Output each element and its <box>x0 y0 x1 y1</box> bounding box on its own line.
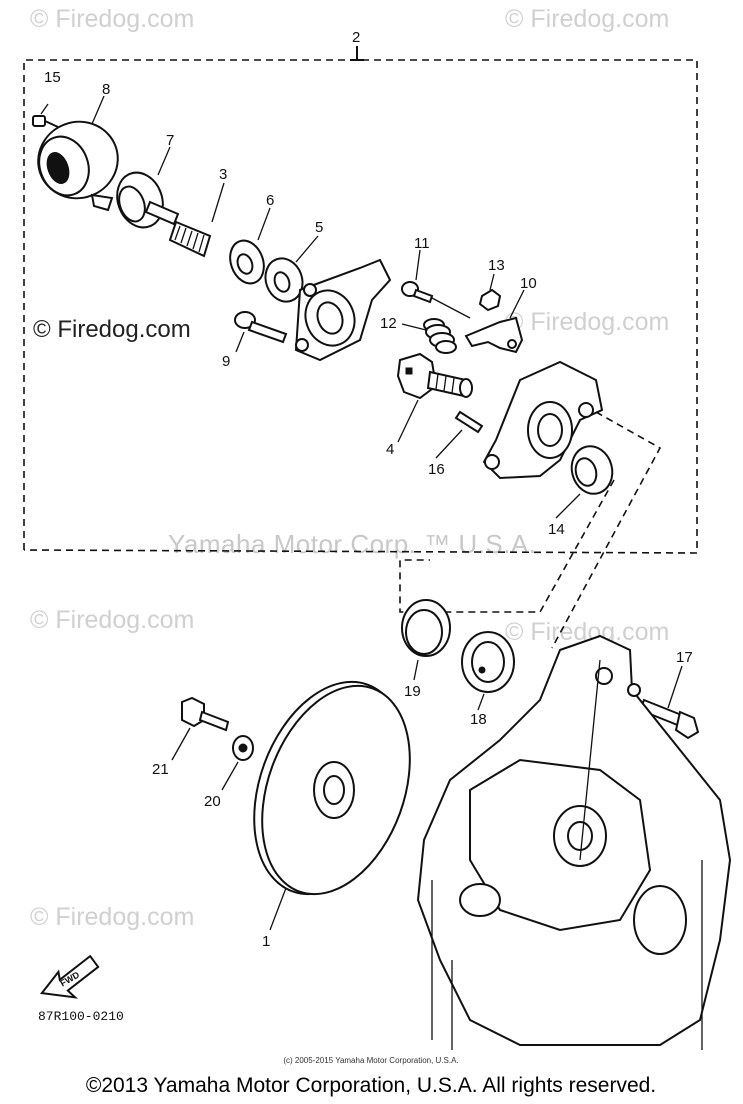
footer-copyright: ©2013 Yamaha Motor Corporation, U.S.A. A… <box>86 1074 656 1097</box>
callout-18: 18 <box>470 711 487 728</box>
small-copyright: (c) 2005-2015 Yamaha Motor Corporation, … <box>283 1056 458 1065</box>
part-21-bolt <box>171 696 230 761</box>
part-19-cup <box>401 599 451 681</box>
watermark-text: © Firedog.com <box>505 308 669 336</box>
part-14-housing <box>482 360 614 519</box>
watermark-text: © Firedog.com <box>30 606 194 634</box>
callout-20: 20 <box>204 793 221 810</box>
part-7-spindle <box>116 146 180 229</box>
callout-4: 4 <box>386 441 394 458</box>
part-15-screw <box>32 103 59 128</box>
part-16-pin <box>435 410 484 459</box>
watermark-text-dark: © Firedog.com <box>33 316 191 343</box>
engine-crankcase <box>416 634 732 1050</box>
part-5-washer <box>264 235 319 303</box>
callout-7: 7 <box>166 132 174 149</box>
callout-12: 12 <box>380 315 397 332</box>
callout-2: 2 <box>352 29 360 46</box>
connector-dashed-line <box>399 479 615 613</box>
part-6-lock-washer <box>229 207 271 285</box>
part-11-screw <box>401 249 471 319</box>
assembly-boundary <box>23 46 698 554</box>
callout-1: 1 <box>262 933 270 950</box>
callout-11: 11 <box>414 235 430 252</box>
callout-17: 17 <box>676 649 693 666</box>
callout-19: 19 <box>404 683 421 700</box>
callout-13: 13 <box>488 257 505 274</box>
forward-arrow-icon: FWD <box>39 954 100 999</box>
watermark-text: © Firedog.com <box>30 903 194 931</box>
callout-15: 15 <box>44 69 61 86</box>
trademark-watermark: Yamaha Motor Corp. ™ U.S.A. <box>168 529 536 559</box>
drawing-code: 87R100-0210 <box>38 1009 124 1024</box>
part-9-bolt <box>234 311 288 353</box>
callout-16: 16 <box>428 461 445 478</box>
part-12-spring <box>401 318 457 354</box>
callout-5: 5 <box>315 219 323 236</box>
part-3-shaft <box>168 182 225 258</box>
watermark-text: © Firedog.com <box>30 5 194 33</box>
callout-9: 9 <box>222 353 230 370</box>
part-20-washer <box>221 735 254 791</box>
assembly-dashed-box <box>23 59 698 554</box>
part-1-rotor <box>253 680 411 931</box>
callout-8: 8 <box>102 81 110 98</box>
callout-labels: 2 15 8 7 3 6 5 9 11 13 10 12 4 16 14 17 … <box>44 29 693 950</box>
part-13-nut <box>478 273 502 312</box>
part-8-cover <box>37 95 119 212</box>
connector-dashed-line <box>551 411 662 649</box>
part-18-seal <box>461 631 515 711</box>
callout-6: 6 <box>266 192 274 209</box>
callout-3: 3 <box>219 166 227 183</box>
part-17-bolt <box>638 665 700 740</box>
part-4-actuator <box>396 352 473 443</box>
callout-21: 21 <box>152 761 169 778</box>
housing-flange <box>294 258 392 362</box>
callout-14: 14 <box>548 521 565 538</box>
part-10-lever <box>464 289 525 354</box>
callout-10: 10 <box>520 275 537 292</box>
watermark-text: © Firedog.com <box>505 5 669 33</box>
